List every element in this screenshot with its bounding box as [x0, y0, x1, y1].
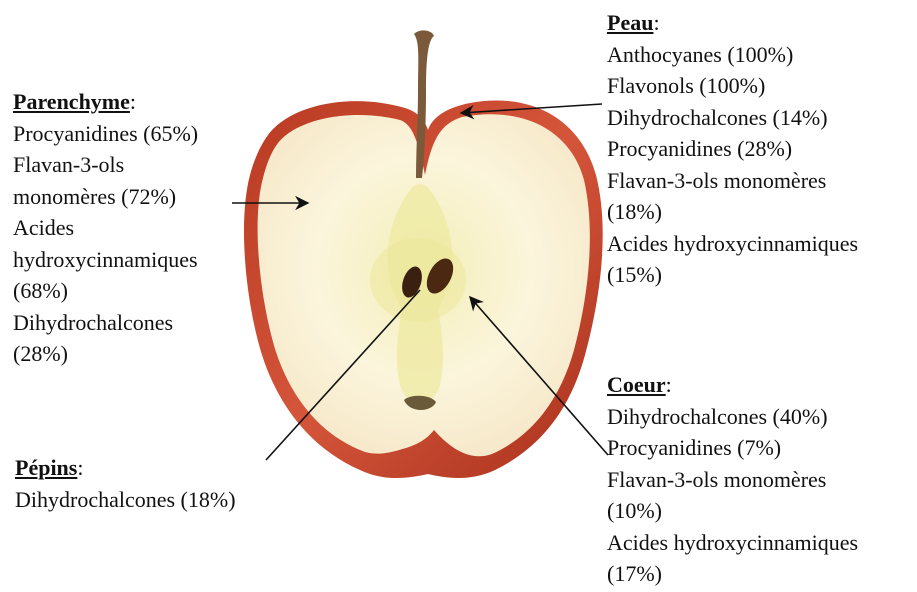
label-pepins: Pépins: Dihydrochalcones (18%): [15, 452, 236, 515]
parenchyme-item: Procyanidines (65%): [13, 118, 198, 150]
label-peau: Peau: Anthocyanes (100%) Flavonols (100%…: [607, 7, 858, 291]
parenchyme-item: hydroxycinnamiques: [13, 244, 198, 276]
parenchyme-item: (68%): [13, 275, 198, 307]
pepins-item: Dihydrochalcones (18%): [15, 484, 236, 516]
peau-item: Dihydrochalcones (14%): [607, 102, 858, 134]
parenchyme-title: Parenchyme: [13, 89, 130, 114]
parenchyme-item: (28%): [13, 338, 198, 370]
pepins-title: Pépins: [15, 455, 77, 480]
peau-item: Procyanidines (28%): [607, 133, 858, 165]
peau-item: (15%): [607, 259, 858, 291]
peau-item: Acides hydroxycinnamiques: [607, 228, 858, 260]
label-parenchyme: Parenchyme: Procyanidines (65%) Flavan-3…: [13, 86, 198, 370]
coeur-title: Coeur: [607, 372, 666, 397]
peau-title: Peau: [607, 10, 653, 35]
coeur-item: (10%): [607, 495, 858, 527]
coeur-item: Flavan-3-ols monomères: [607, 464, 858, 496]
parenchyme-item: monomères (72%): [13, 181, 198, 213]
peau-item: (18%): [607, 196, 858, 228]
parenchyme-item: Dihydrochalcones: [13, 307, 198, 339]
peau-item: Flavan-3-ols monomères: [607, 165, 858, 197]
coeur-item: Dihydrochalcones (40%): [607, 401, 858, 433]
coeur-item: Acides hydroxycinnamiques: [607, 527, 858, 559]
coeur-item: Procyanidines (7%): [607, 432, 858, 464]
peau-item: Anthocyanes (100%): [607, 39, 858, 71]
parenchyme-item: Acides: [13, 212, 198, 244]
label-coeur: Coeur: Dihydrochalcones (40%) Procyanidi…: [607, 369, 858, 590]
parenchyme-item: Flavan-3-ols: [13, 149, 198, 181]
coeur-item: (17%): [607, 558, 858, 590]
peau-item: Flavonols (100%): [607, 70, 858, 102]
